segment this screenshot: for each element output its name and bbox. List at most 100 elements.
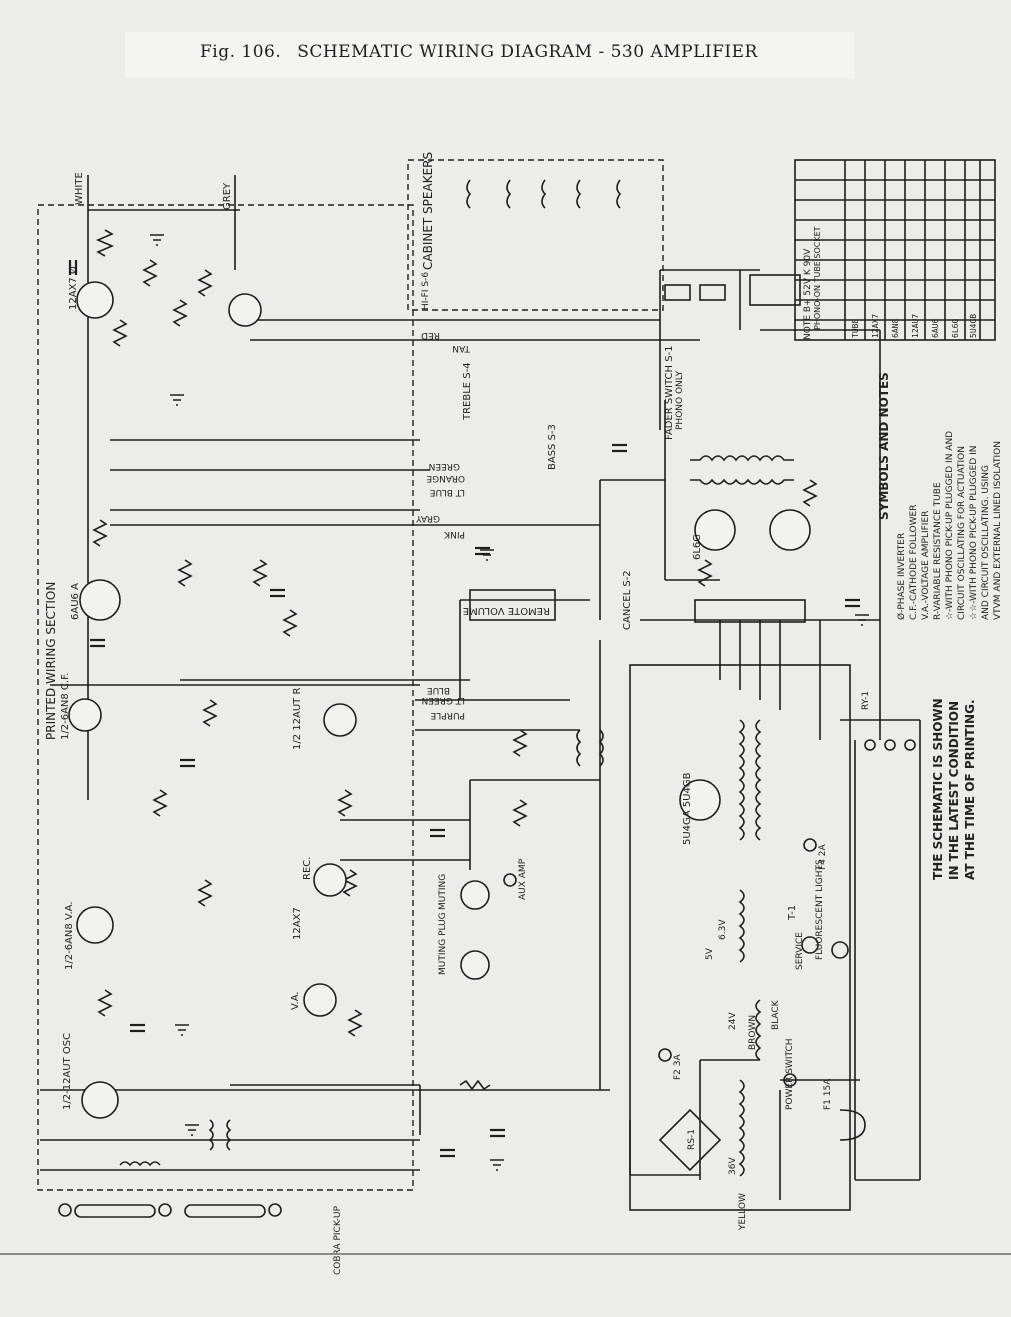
note-3: V.A.-VOLTAGE AMPLIFIER bbox=[921, 511, 931, 620]
tube-table-row-4: 6AU6 bbox=[931, 319, 940, 338]
note-4: R-VARIABLE RESISTANCE TUBE bbox=[933, 482, 943, 620]
wire-white: WHITE bbox=[74, 172, 85, 205]
tube-table-row-3: 12AU7 bbox=[911, 314, 920, 338]
tube-label-5u4: 5U4GA 5U4GB bbox=[682, 772, 693, 845]
wire-bus bbox=[40, 175, 921, 1200]
figure-caption: SCHEMATIC WIRING DIAGRAM - 530 AMPLIFIER bbox=[297, 42, 758, 62]
page-bottom-rule bbox=[0, 1253, 1011, 1255]
wire-red: RED bbox=[421, 330, 440, 340]
tube-label-6an8-va: 1/2-6AN8 V.A. bbox=[64, 901, 75, 970]
power-plug-shape bbox=[839, 1109, 866, 1141]
tube-12aut-osc bbox=[81, 1081, 119, 1119]
v5-label: 5V bbox=[705, 947, 715, 960]
pickup-label: COBRA PICK-UP bbox=[333, 1205, 343, 1275]
cancel-label: CANCEL S-2 bbox=[622, 570, 633, 630]
rectifier-label: RS-1 bbox=[687, 1129, 697, 1150]
note-9: VTVM AND EXTERNAL LINED ISOLATION bbox=[993, 441, 1003, 620]
wire-green: GREEN bbox=[429, 461, 460, 471]
tube-table-row-2: 6AN8 bbox=[891, 319, 900, 338]
service-label: SERVICE bbox=[795, 932, 805, 970]
tube-label-6l6g: 6L6G bbox=[692, 534, 703, 560]
cabinet-speakers-label: CABINET SPEAKERS bbox=[421, 152, 435, 270]
power-switch-label: POWER SWITCH bbox=[785, 1039, 795, 1111]
wire-blue: BLUE bbox=[427, 685, 450, 695]
terminal-strips bbox=[58, 274, 916, 1218]
tube-label-12ax7: 12AX7 Ø bbox=[67, 266, 79, 310]
bridge-rectifier-rs1 bbox=[658, 1108, 722, 1172]
wire-lt-green: LT GREEN bbox=[422, 695, 465, 705]
cabinet-speakers-boundary bbox=[407, 159, 664, 311]
fuse-f1-label: F1 15A bbox=[823, 1078, 833, 1110]
capacitors bbox=[68, 260, 860, 1158]
tube-label-6au6: 6AU6 A bbox=[70, 583, 81, 620]
fuse-f2-label: F2 3A bbox=[673, 1054, 683, 1080]
tube-table-title: PHONO-ON TUBE SOCKET bbox=[813, 226, 822, 330]
tube-table-grid bbox=[794, 159, 996, 341]
note-7: ☆☆-WITH PHONO PICK-UP PLUGGED IN bbox=[969, 446, 979, 621]
wire-lt-blue: LT BLUE bbox=[430, 487, 465, 497]
tube-va bbox=[303, 983, 337, 1017]
wire-grey: GREY bbox=[222, 182, 233, 210]
status-line-1: THE SCHEMATIC IS SHOWN bbox=[931, 698, 945, 880]
hifi-label: HI-FI S-6 bbox=[421, 272, 431, 310]
tube-5u4 bbox=[679, 779, 721, 821]
v24-label: 24V bbox=[728, 1012, 738, 1030]
tube-6an8-va bbox=[76, 906, 114, 944]
note-1: Ø-PHASE INVERTER bbox=[896, 533, 907, 620]
tube-6l6g-b bbox=[769, 509, 811, 551]
relay-label: RY-1 bbox=[861, 691, 871, 710]
tube-6au6 bbox=[79, 579, 121, 621]
resistors bbox=[92, 229, 818, 1091]
transformer-label: T-1 bbox=[787, 905, 798, 921]
muting-socket bbox=[460, 880, 490, 910]
muting-plug-label: MUTING PLUG bbox=[438, 912, 448, 975]
tube-6l6g-a bbox=[694, 509, 736, 551]
wire-orange: ORANGE bbox=[426, 473, 465, 483]
tube-label-12axt: 12AX7 bbox=[292, 907, 303, 940]
wire-tan: TAN bbox=[452, 343, 471, 353]
v36-label: 36V bbox=[728, 1157, 738, 1175]
tube-table-row-5: 6L6G bbox=[951, 319, 960, 338]
tube-label-va: V.A. bbox=[290, 991, 301, 1010]
phono-only-label: PHONO ONLY bbox=[675, 370, 685, 430]
tube-12ax7-b bbox=[228, 293, 262, 327]
caption-strip bbox=[125, 32, 855, 78]
printed-wiring-label: PRINTED WIRING SECTION bbox=[44, 582, 58, 740]
treble-label: TREBLE S-4 bbox=[462, 362, 473, 421]
tube-label-12aut-r: 1/2 12AUT R bbox=[292, 688, 303, 750]
labels: PRINTED WIRING SECTION CABINET SPEAKERS … bbox=[44, 152, 1003, 1275]
bass-label: BASS S-3 bbox=[547, 424, 558, 470]
tube-symbols bbox=[68, 281, 811, 1119]
v63-label: 6.3V bbox=[718, 919, 728, 940]
wire-black: BLACK bbox=[771, 999, 781, 1030]
tube-table-row-6: 5U4GB bbox=[969, 314, 978, 338]
tube-rec bbox=[313, 863, 347, 897]
wire-pink: PINK bbox=[443, 529, 465, 539]
tube-12au7-r bbox=[323, 703, 357, 737]
muting-label: MUTING bbox=[438, 874, 448, 910]
status-line-2: IN THE LATEST CONDITION bbox=[947, 701, 961, 880]
note-5: ☆-WITH PHONO PICK-UP PLUGGED IN AND bbox=[945, 431, 955, 620]
tube-table-note: NOTE B+ 52V K 90V bbox=[803, 248, 813, 340]
note-8: AND CIRCUIT OSCILLATING. USING bbox=[981, 465, 991, 620]
tube-label-6an8-cf: 1/2-6AN8 C.F. bbox=[60, 673, 71, 740]
transformers bbox=[119, 179, 794, 1177]
fader-label: FADER SWITCH S-1 bbox=[664, 345, 675, 440]
ground-symbols bbox=[150, 234, 869, 1171]
wire-gray: GRAY bbox=[416, 513, 440, 523]
fluorescent-label: FLUORESCENT LIGHTS bbox=[815, 859, 825, 960]
figure-number: Fig. 106. bbox=[200, 42, 282, 62]
tube-6an8-cf bbox=[68, 698, 102, 732]
muting-plug-socket bbox=[460, 950, 490, 980]
tube-label-rec: REC. bbox=[302, 857, 313, 880]
tube-12ax7-phase bbox=[76, 281, 114, 319]
note-2: C.F.-CATHODE FOLLOWER bbox=[909, 505, 919, 620]
remote-volume-label: REMOTE VOLUME bbox=[463, 605, 550, 616]
tube-table-header-tube: TUBE bbox=[851, 319, 860, 338]
symbols-notes-title: SYMBOLS AND NOTES bbox=[877, 372, 891, 520]
status-line-3: AT THE TIME OF PRINTING. bbox=[963, 699, 977, 880]
wire-yellow: YELLOW bbox=[738, 1193, 748, 1231]
aux-amp-label: AUX AMP bbox=[518, 858, 528, 900]
